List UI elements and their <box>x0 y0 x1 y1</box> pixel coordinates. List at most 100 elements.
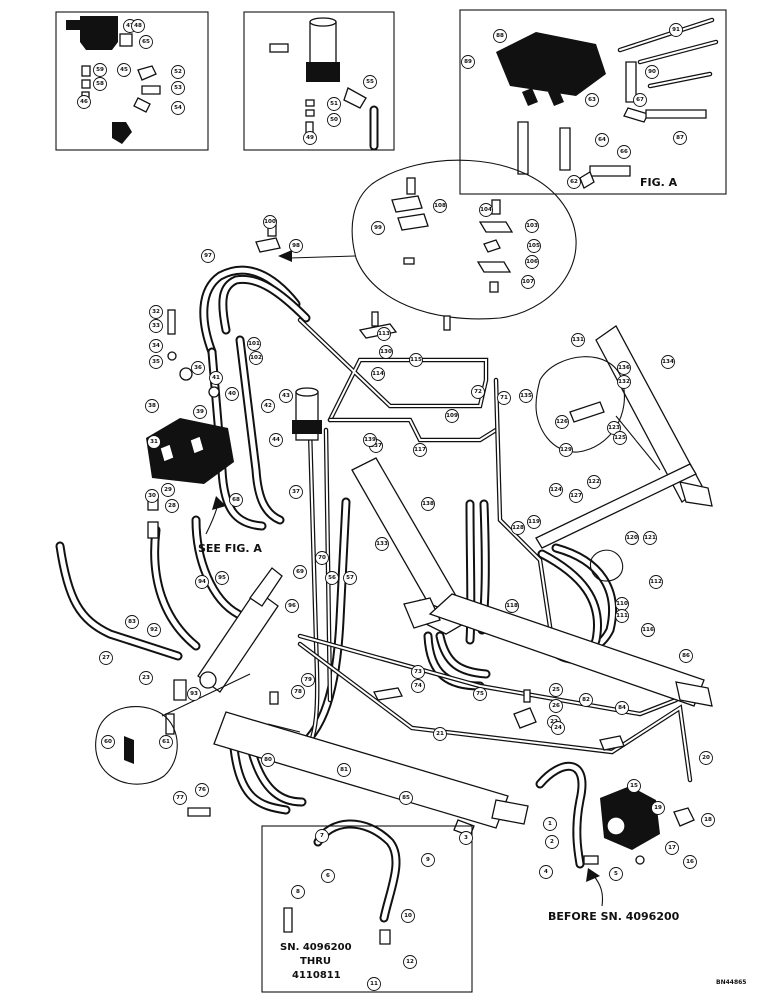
callout-133: 133 <box>375 537 389 551</box>
callout-circle <box>595 133 609 147</box>
callout-39: 39 <box>193 405 207 419</box>
callout-129: 129 <box>559 443 573 457</box>
callout-number: 58 <box>96 81 104 87</box>
callout-circle <box>679 649 693 663</box>
callout-113: 113 <box>377 327 391 341</box>
callout-number: 115 <box>410 357 422 363</box>
callout-circle <box>191 361 205 375</box>
callout-number: 63 <box>588 97 596 103</box>
callout-circle <box>171 101 185 115</box>
callout-59: 59 <box>93 63 107 77</box>
callout-128: 128 <box>511 521 525 535</box>
callout-number: 135 <box>520 393 532 399</box>
callout-82: 82 <box>579 693 593 707</box>
callout-136: 136 <box>617 361 631 375</box>
callout-number: 40 <box>228 391 236 397</box>
callout-120: 120 <box>625 531 639 545</box>
callout-circle <box>161 483 175 497</box>
callout-circle <box>149 355 163 369</box>
callout-circle <box>569 489 583 503</box>
callout-number: 111 <box>616 613 628 619</box>
callout-number: 37 <box>292 489 300 495</box>
callout-circle <box>195 783 209 797</box>
callout-116: 116 <box>641 623 655 637</box>
callout-circle <box>327 113 341 127</box>
callout-circle <box>215 571 229 585</box>
callout-number: 18 <box>704 817 712 823</box>
callout-69: 69 <box>293 565 307 579</box>
callout-circle <box>147 435 161 449</box>
callout-111: 111 <box>615 609 629 623</box>
callout-circle <box>289 239 303 253</box>
callout-number: 88 <box>496 33 504 39</box>
callout-72: 72 <box>471 385 485 399</box>
callout-circle <box>587 475 601 489</box>
callout-circle <box>699 751 713 765</box>
callout-number: 132 <box>618 379 630 385</box>
callout-number: 2 <box>550 839 554 845</box>
callout-86: 86 <box>679 649 693 663</box>
callout-40: 40 <box>225 387 239 401</box>
callout-number: 64 <box>598 137 606 143</box>
callout-circle <box>193 405 207 419</box>
callout-circle <box>683 855 697 869</box>
callout-circle <box>445 409 459 423</box>
callout-number: 1 <box>548 821 552 827</box>
callout-78: 78 <box>291 685 305 699</box>
callout-number: 100 <box>264 219 276 225</box>
callout-number: 125 <box>614 435 626 441</box>
callout-67: 67 <box>633 93 647 107</box>
callout-number: 52 <box>174 69 182 75</box>
callout-circle <box>617 375 631 389</box>
callout-139: 139 <box>363 433 377 447</box>
callout-circle <box>497 391 511 405</box>
callout-45: 45 <box>117 63 131 77</box>
callout-circle <box>139 35 153 49</box>
callout-55: 55 <box>363 75 377 89</box>
callout-93: 93 <box>187 687 201 701</box>
callout-number: 92 <box>150 627 158 633</box>
callout-circle <box>525 255 539 269</box>
callout-circle <box>291 685 305 699</box>
callout-33: 33 <box>149 319 163 333</box>
callout-25: 25 <box>549 683 563 697</box>
callout-6: 6 <box>321 869 335 883</box>
callout-30: 30 <box>145 489 159 503</box>
callout-circle <box>403 955 417 969</box>
callout-58: 58 <box>93 77 107 91</box>
callout-circle <box>379 345 393 359</box>
callout-circle <box>145 489 159 503</box>
callout-circle <box>649 575 663 589</box>
callout-circle <box>399 791 413 805</box>
callout-number: 8 <box>296 889 300 895</box>
callout-100: 100 <box>263 215 277 229</box>
callout-number: 80 <box>264 757 272 763</box>
callout-number: 136 <box>618 365 630 371</box>
callout-number: 46 <box>80 99 88 105</box>
before-serial-label: BEFORE SN. 4096200 <box>548 910 680 923</box>
callout-62: 62 <box>567 175 581 189</box>
callout-84: 84 <box>615 701 629 715</box>
callout-90: 90 <box>645 65 659 79</box>
callout-circle <box>93 77 107 91</box>
callout-circle <box>549 699 563 713</box>
callout-91: 91 <box>669 23 683 37</box>
callout-circle <box>459 831 473 845</box>
callout-circle <box>521 275 535 289</box>
detail-circle-left <box>95 673 251 785</box>
callout-131: 131 <box>571 333 585 347</box>
callout-number: 3 <box>464 835 468 841</box>
detail-circle-right <box>535 356 661 471</box>
callout-number: 86 <box>682 653 690 659</box>
hydraulic-pump <box>583 786 660 865</box>
callout-7: 7 <box>315 829 329 843</box>
callout-80: 80 <box>261 753 275 767</box>
callout-circle <box>539 865 553 879</box>
callout-circle <box>315 551 329 565</box>
callout-circle <box>187 687 201 701</box>
callout-circle <box>171 65 185 79</box>
callout-number: 54 <box>174 105 182 111</box>
callout-circle <box>625 531 639 545</box>
callout-126: 126 <box>555 415 569 429</box>
callout-number: 67 <box>636 97 644 103</box>
